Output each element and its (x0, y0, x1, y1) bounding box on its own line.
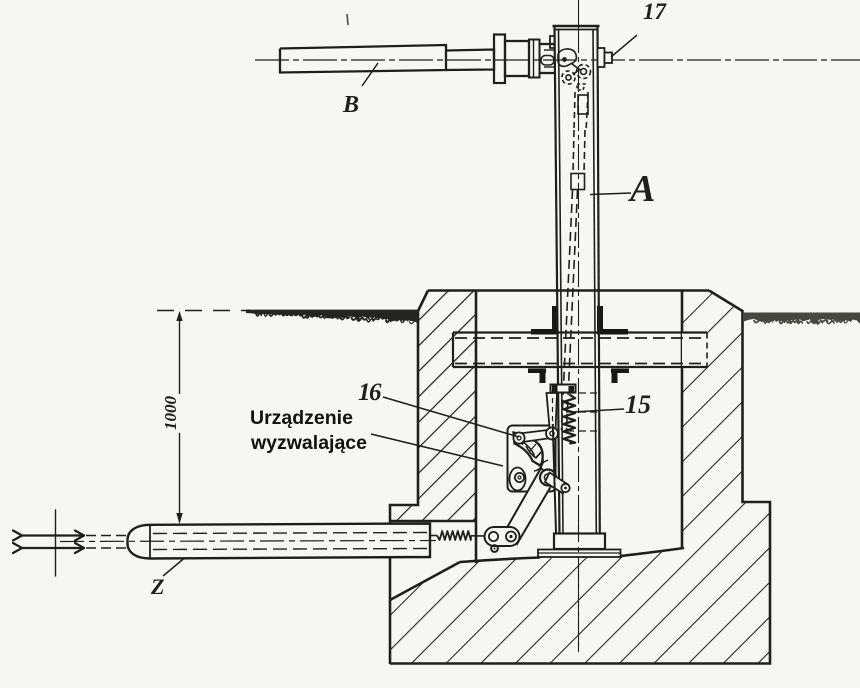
svg-text:1000: 1000 (161, 396, 180, 431)
svg-text:wyzwalające: wyzwalające (250, 432, 367, 454)
svg-text:16: 16 (358, 379, 382, 406)
svg-text:Urządzenie: Urządzenie (250, 407, 353, 429)
svg-text:15: 15 (625, 390, 651, 419)
svg-text:17: 17 (643, 0, 668, 24)
svg-text:Z: Z (150, 574, 164, 599)
svg-text:B: B (342, 92, 359, 118)
svg-text:A: A (628, 168, 655, 210)
